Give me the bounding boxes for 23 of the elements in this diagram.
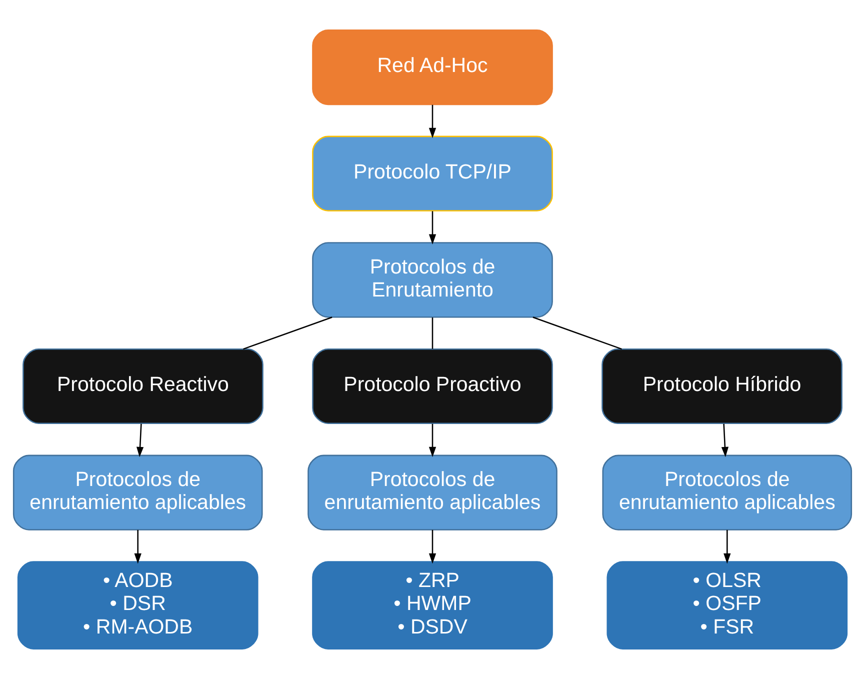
node-box: Protocolo TCP/IP xyxy=(312,136,553,212)
arrow xyxy=(428,104,436,138)
arrow xyxy=(134,530,142,564)
connector xyxy=(432,318,434,349)
arrow xyxy=(428,211,436,244)
connector xyxy=(243,316,332,350)
node-box: Protocolos de enrutamiento aplicables xyxy=(602,454,852,530)
node-box: • ZRP • HWMP • DSDV xyxy=(312,561,553,650)
node-box: Protocolos de enrutamiento aplicables xyxy=(308,454,558,530)
node-box: Protocolo Reactivo xyxy=(22,348,264,424)
arrow xyxy=(428,530,436,564)
node-box: • AODB • DSR • RM-AODB xyxy=(17,561,258,650)
node-box: Protocolo Híbrido xyxy=(602,348,842,424)
connector xyxy=(532,316,622,350)
node-box: Protocolos de Enrutamiento xyxy=(312,242,553,318)
arrow xyxy=(428,424,436,458)
node-box: • OLSR • OSFP • FSR xyxy=(606,561,848,650)
node-box: Protocolo Proactivo xyxy=(312,348,553,424)
arrow xyxy=(721,424,729,458)
arrow xyxy=(136,424,144,458)
node-box: Red Ad-Hoc xyxy=(312,29,553,106)
node-box: Protocolos de enrutamiento aplicables xyxy=(12,454,263,530)
arrow xyxy=(724,530,731,564)
